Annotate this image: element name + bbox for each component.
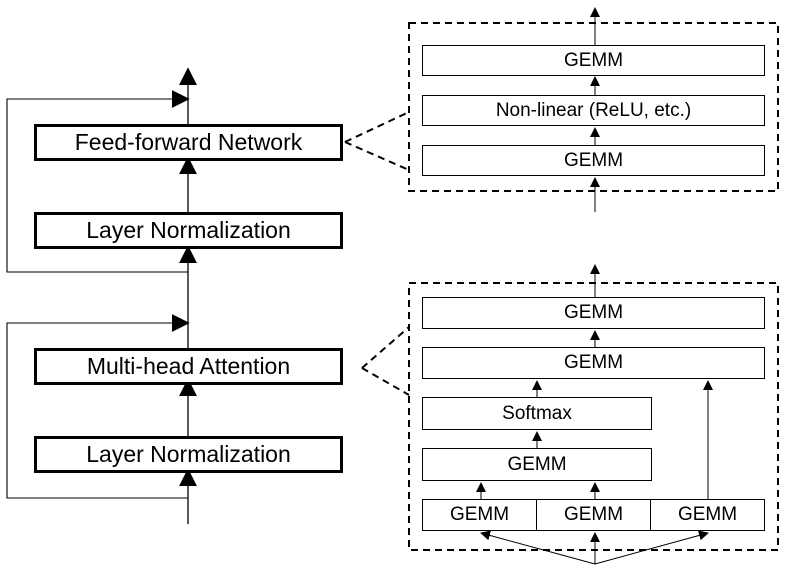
attention-gemm-v-label: GEMM: [677, 504, 738, 525]
ffn-nonlinear-label: Non-linear (ReLU, etc.): [495, 99, 692, 121]
attention-gemm-output-label: GEMM: [563, 302, 624, 323]
attention-gemm-score-label: GEMM: [507, 453, 567, 475]
ffn-gemm-top-block: GEMM: [422, 45, 765, 76]
feed-forward-network-label: Feed-forward Network: [74, 129, 303, 155]
attention-gemm-k-label: GEMM: [563, 504, 624, 525]
ffn-gemm-bottom-label: GEMM: [563, 149, 624, 171]
multi-head-attention-label: Multi-head Attention: [86, 353, 291, 379]
attention-gemm-k-block: GEMM: [536, 499, 651, 531]
ffn-gemm-top-label: GEMM: [563, 49, 624, 71]
residual-connections: [6, 90, 190, 499]
multi-head-attention-block: Multi-head Attention: [34, 348, 343, 385]
attention-gemm-value-label: GEMM: [563, 352, 624, 373]
attention-gemm-q-block: GEMM: [422, 499, 537, 531]
layer-normalization-bottom-label: Layer Normalization: [86, 441, 291, 467]
ffn-nonlinear-block: Non-linear (ReLU, etc.): [422, 95, 765, 126]
softmax-label: Softmax: [502, 402, 572, 424]
softmax-block: Softmax: [422, 397, 652, 430]
attention-gemm-score-block: GEMM: [422, 448, 652, 481]
zoom-callout-lines: [344, 111, 410, 396]
layer-normalization-top-block: Layer Normalization: [34, 212, 343, 249]
attention-gemm-value-block: GEMM: [422, 347, 765, 379]
layer-normalization-bottom-block: Layer Normalization: [34, 436, 343, 473]
feed-forward-network-block: Feed-forward Network: [34, 124, 343, 161]
ffn-gemm-bottom-block: GEMM: [422, 145, 765, 176]
attention-gemm-v-block: GEMM: [650, 499, 765, 531]
ffn-detail-frame: [408, 22, 779, 192]
attention-detail-arrows: [476, 264, 713, 565]
attention-gemm-output-block: GEMM: [422, 297, 765, 329]
attention-gemm-q-label: GEMM: [449, 504, 510, 525]
layer-normalization-top-label: Layer Normalization: [86, 217, 291, 243]
attention-detail-frame: [408, 282, 779, 551]
